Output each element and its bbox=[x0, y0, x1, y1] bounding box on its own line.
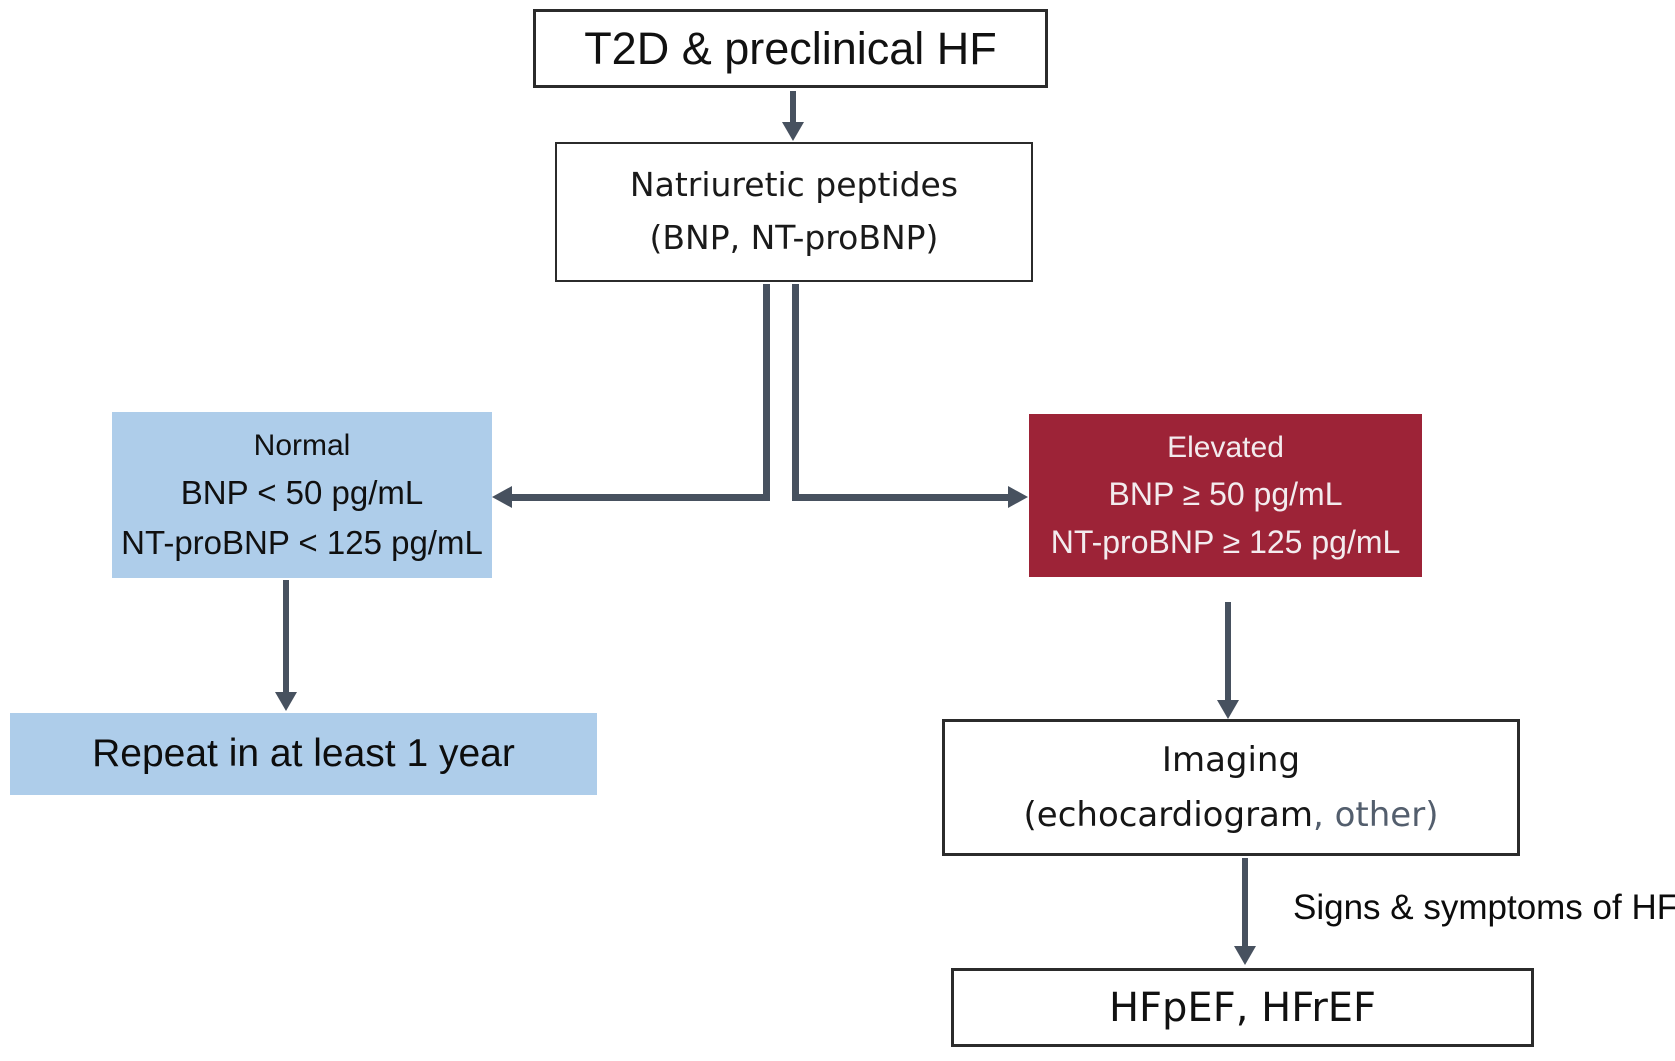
hfpef-hfref-box: HFpEF, HFrEF bbox=[951, 968, 1534, 1047]
imaging-echocardiogram: (echocardiogram bbox=[1023, 794, 1313, 835]
repeat-box: Repeat in at least 1 year bbox=[10, 713, 597, 795]
elevated-result-box: Elevated BNP ≥ 50 pg/mL NT-proBNP ≥ 125 … bbox=[1029, 414, 1422, 577]
arrowhead-down-icon bbox=[1217, 700, 1239, 719]
split-line-right bbox=[792, 284, 799, 501]
imaging-box: Imaging (echocardiogram, other) bbox=[942, 719, 1520, 856]
hfpef-hfref-label: HFpEF, HFrEF bbox=[1108, 984, 1377, 1031]
elevated-label: Elevated bbox=[1167, 431, 1284, 464]
arrowhead-down-icon bbox=[275, 692, 297, 711]
elevated-ntprobnp-threshold: NT-proBNP ≥ 125 pg/mL bbox=[1050, 524, 1401, 560]
arrow-imaging-to-outcome bbox=[1242, 858, 1248, 948]
arrow-elevated-to-imaging bbox=[1225, 602, 1231, 702]
t2d-preclinical-hf-box: T2D & preclinical HF bbox=[533, 9, 1048, 88]
signs-symptoms-label: Signs & symptoms of HF bbox=[1293, 888, 1675, 927]
arrowhead-right-icon bbox=[1008, 486, 1028, 508]
normal-bnp-threshold: BNP < 50 pg/mL bbox=[180, 474, 424, 511]
repeat-label: Repeat in at least 1 year bbox=[92, 732, 515, 775]
arrowhead-down-icon bbox=[1234, 946, 1256, 965]
arrowhead-down-icon bbox=[782, 122, 804, 141]
arrow-normal-to-repeat bbox=[283, 580, 289, 694]
t2d-preclinical-hf-label: T2D & preclinical HF bbox=[584, 22, 997, 74]
natriuretic-peptides-box: Natriuretic peptides (BNP, NT-proBNP) bbox=[555, 142, 1033, 282]
np-line2: (BNP, NT-proBNP) bbox=[649, 218, 939, 257]
normal-ntprobnp-threshold: NT-proBNP < 125 pg/mL bbox=[121, 523, 483, 561]
imaging-other: , other) bbox=[1313, 794, 1439, 835]
branch-arm-right bbox=[792, 494, 1010, 501]
imaging-line1: Imaging bbox=[1161, 740, 1301, 781]
np-line1: Natriuretic peptides bbox=[629, 165, 959, 205]
branch-arm-left bbox=[510, 494, 770, 501]
elevated-bnp-threshold: BNP ≥ 50 pg/mL bbox=[1108, 476, 1343, 512]
split-line-left bbox=[763, 284, 770, 501]
arrow-t2d-to-np bbox=[790, 91, 796, 124]
normal-result-box: Normal BNP < 50 pg/mL NT-proBNP < 125 pg… bbox=[112, 412, 492, 578]
arrowhead-left-icon bbox=[492, 486, 512, 508]
normal-label: Normal bbox=[253, 429, 351, 462]
imaging-line2: (echocardiogram, other) bbox=[1024, 788, 1439, 842]
